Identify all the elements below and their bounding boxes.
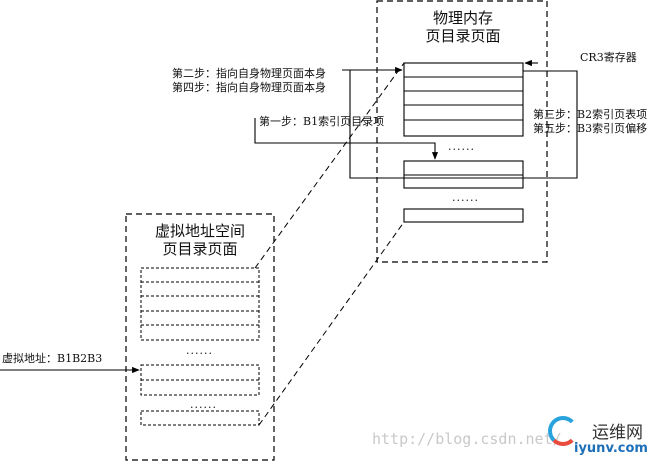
physical-ellipsis-low: ...... — [452, 191, 479, 204]
step-1-label: 第一步：B1索引页目录项 — [259, 115, 385, 128]
virtual-space-subtitle: 页目录页面 — [162, 240, 238, 258]
virtual-ellipsis-mid: ...... — [186, 344, 213, 357]
virtual-address-label: 虚拟地址：B1B2B3 — [2, 352, 103, 365]
physical-memory-subtitle: 页目录页面 — [425, 27, 501, 45]
virtual-ellipsis-low: ...... — [190, 398, 217, 411]
physical-ellipsis-mid: ...... — [448, 140, 475, 153]
physical-entry-table — [403, 62, 524, 223]
step-5-label: 第五步：B3索引页偏移 — [533, 122, 648, 135]
virtual-entry-table — [140, 267, 260, 426]
step-4-label: 第四步：指向自身物理页面本身 — [172, 81, 326, 94]
projection-lines — [254, 62, 405, 426]
connector-lines — [0, 59, 578, 374]
logo-swirl-icon — [548, 416, 578, 446]
blog-watermark: http://blog.csdn.net/ — [372, 430, 562, 448]
virtual-space-title: 虚拟地址空间 — [154, 222, 245, 240]
physical-memory-frame — [376, 0, 548, 263]
logo-domain: iyunv.com — [574, 441, 648, 456]
step-3-label: 第三步：B2索引页表项 — [533, 108, 648, 121]
physical-memory-title: 物理内存 — [432, 9, 493, 27]
logo-name: 运维网 — [592, 423, 643, 443]
step-2-label: 第二步：指向自身物理页面本身 — [172, 67, 326, 80]
cr3-register-label: CR3寄存器 — [580, 51, 637, 64]
virtual-space-frame — [125, 213, 275, 461]
